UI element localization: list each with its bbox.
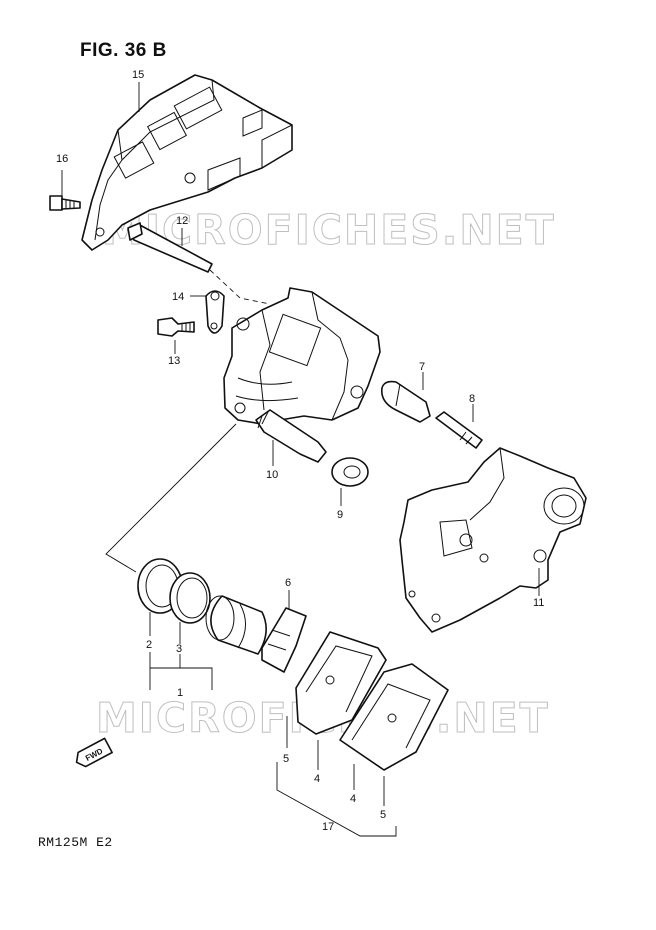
callout-8: 8 bbox=[469, 393, 475, 405]
callout-4a: 4 bbox=[314, 773, 320, 785]
caliper-guard-part-15 bbox=[81, 74, 293, 251]
leader-lines bbox=[61, 82, 540, 837]
callout-labels: 15 16 12 14 13 7 8 10 9 11 6 2 3 1 5 4 4… bbox=[56, 69, 544, 833]
callout-5b: 5 bbox=[380, 809, 386, 821]
brake-pad-right bbox=[339, 663, 449, 771]
bolt-part-16 bbox=[49, 195, 81, 211]
model-code: RM125M E2 bbox=[38, 835, 113, 850]
callout-2: 2 bbox=[146, 639, 152, 651]
callout-3: 3 bbox=[176, 643, 182, 655]
slide-pin-part-10 bbox=[255, 409, 327, 463]
pin-part-12 bbox=[127, 222, 213, 273]
callout-11: 11 bbox=[533, 597, 544, 609]
callout-7: 7 bbox=[419, 361, 425, 373]
pin-part-8 bbox=[435, 411, 483, 449]
sleeve-part-7 bbox=[380, 380, 431, 423]
shim-part-6 bbox=[261, 607, 307, 673]
caliper-body bbox=[223, 287, 381, 425]
callout-1: 1 bbox=[177, 687, 183, 699]
callout-15: 15 bbox=[132, 69, 144, 81]
figure-title: FIG. 36 B bbox=[80, 40, 167, 61]
plug-part-14 bbox=[205, 290, 225, 334]
callout-6: 6 bbox=[285, 577, 291, 589]
callout-4b: 4 bbox=[350, 793, 356, 805]
callout-17: 17 bbox=[322, 821, 334, 833]
boot-part-9 bbox=[331, 457, 369, 487]
callout-14: 14 bbox=[172, 291, 184, 303]
callout-12: 12 bbox=[176, 215, 188, 227]
callout-13: 13 bbox=[168, 355, 180, 367]
callout-9: 9 bbox=[337, 509, 343, 521]
caliper-bracket-part-11 bbox=[399, 447, 587, 633]
callout-5a: 5 bbox=[283, 753, 289, 765]
callout-16: 16 bbox=[56, 153, 68, 165]
callout-10: 10 bbox=[266, 469, 278, 481]
assembly-line bbox=[209, 269, 271, 305]
brake-pad-left bbox=[295, 631, 387, 735]
bleeder-valve-part-13 bbox=[157, 317, 195, 337]
piston bbox=[205, 595, 267, 655]
forward-arrow-icon: FWD bbox=[75, 737, 113, 768]
dust-seal-part-3 bbox=[169, 572, 211, 624]
